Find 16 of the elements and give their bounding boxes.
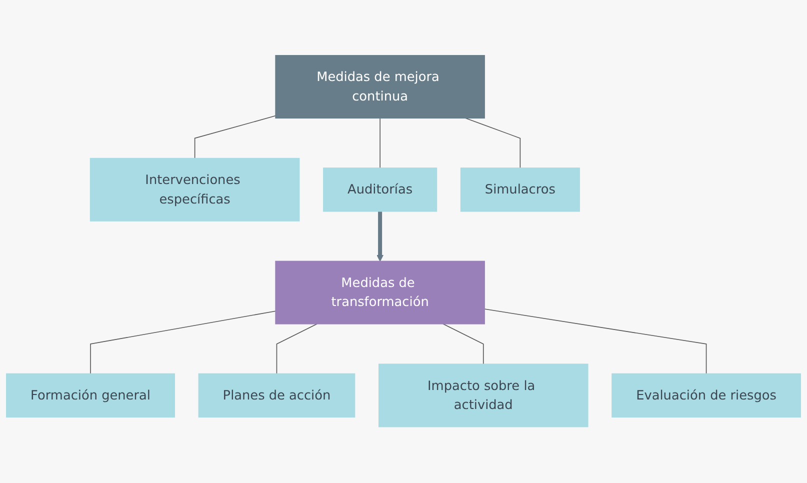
node-box: Intervenciones específicas [90, 158, 300, 222]
node-box: Auditorías [323, 168, 438, 212]
connector [194, 116, 276, 160]
node-box: Medidas de mejora continua [275, 55, 485, 119]
node-box: Impacto sobre la actividad [378, 364, 588, 428]
arrow [376, 212, 384, 262]
connector [276, 324, 318, 375]
connector [465, 118, 521, 169]
node-box: Simulacros [460, 168, 580, 212]
connector [90, 311, 276, 375]
node-box: Planes de acción [198, 374, 356, 418]
node-box: Formación general [6, 374, 175, 418]
connector [484, 309, 707, 375]
node-box: Evaluación de riesgos [612, 374, 801, 418]
connector [442, 324, 484, 365]
node-box: Medidas de transformación [275, 261, 485, 325]
